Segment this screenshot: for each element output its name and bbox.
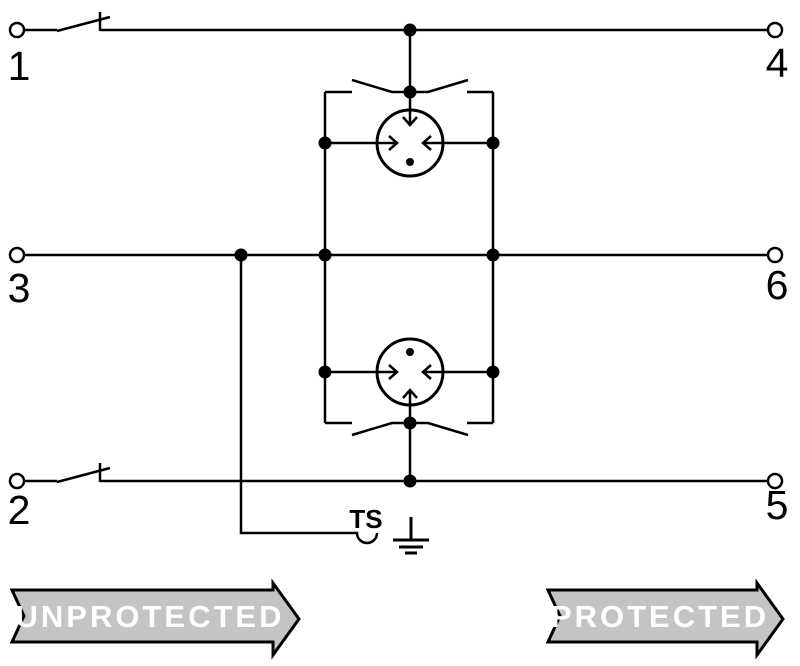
ts-label: TS: [349, 504, 382, 534]
fail-safe-contact-lower: [325, 416, 493, 488]
earth-ground-icon: [393, 517, 429, 555]
ts-wire-and-hook: [239, 255, 379, 545]
unprotected-banner-label: UNPROTECTED: [16, 599, 285, 634]
terminal-3-label: 3: [8, 265, 31, 311]
protected-arrow-shape: [545, 578, 785, 660]
terminal-4-label: 4: [766, 40, 789, 86]
arrow-down-icon: [402, 116, 418, 127]
terminal-2-connector: [8, 472, 26, 490]
protected-arrow-banner: PROTECTED: [545, 578, 785, 660]
arrow-left-icon: [421, 135, 432, 151]
gas-discharge-tube-lower-icon: [318, 337, 500, 423]
junction-dot: [486, 136, 500, 150]
unprotected-arrow-banner: UNPROTECTED: [9, 578, 301, 660]
disconnect-switch-icon: [56, 12, 111, 33]
line-2-5: [8, 463, 784, 490]
protected-banner-label: PROTECTED: [551, 599, 769, 634]
arrow-right-icon: [388, 364, 399, 380]
line-1-4: [8, 12, 784, 39]
terminal-5-label: 5: [766, 482, 789, 528]
junction-dot: [403, 474, 417, 488]
terminal-4-connector: [766, 21, 784, 39]
junction-dot: [318, 136, 332, 150]
terminal-5-connector: [766, 472, 784, 490]
arrow-left-icon: [421, 364, 432, 380]
arrow-right-icon: [388, 135, 399, 151]
terminal-6-connector: [766, 246, 784, 264]
junction-dot: [403, 416, 417, 430]
junction-dot: [486, 365, 500, 379]
terminal-2-label: 2: [8, 487, 31, 533]
junction-dot: [486, 248, 500, 262]
terminal-3-connector: [8, 246, 26, 264]
gas-discharge-tube-upper-icon: [318, 92, 500, 178]
disconnect-switch-icon: [56, 463, 111, 484]
junction-dot: [234, 248, 248, 262]
terminal-1-connector: [8, 21, 26, 39]
gdt-gas-dot: [406, 158, 414, 166]
ts-branch: [234, 248, 379, 545]
junction-dot: [318, 365, 332, 379]
terminal-1-label: 1: [8, 43, 31, 89]
arrow-up-icon: [402, 388, 418, 399]
line-3-6: [8, 246, 784, 264]
gdt-gas-dot: [406, 348, 414, 356]
terminal-6-label: 6: [766, 262, 789, 308]
unprotected-arrow-shape: [9, 578, 301, 660]
junction-dot: [318, 248, 332, 262]
